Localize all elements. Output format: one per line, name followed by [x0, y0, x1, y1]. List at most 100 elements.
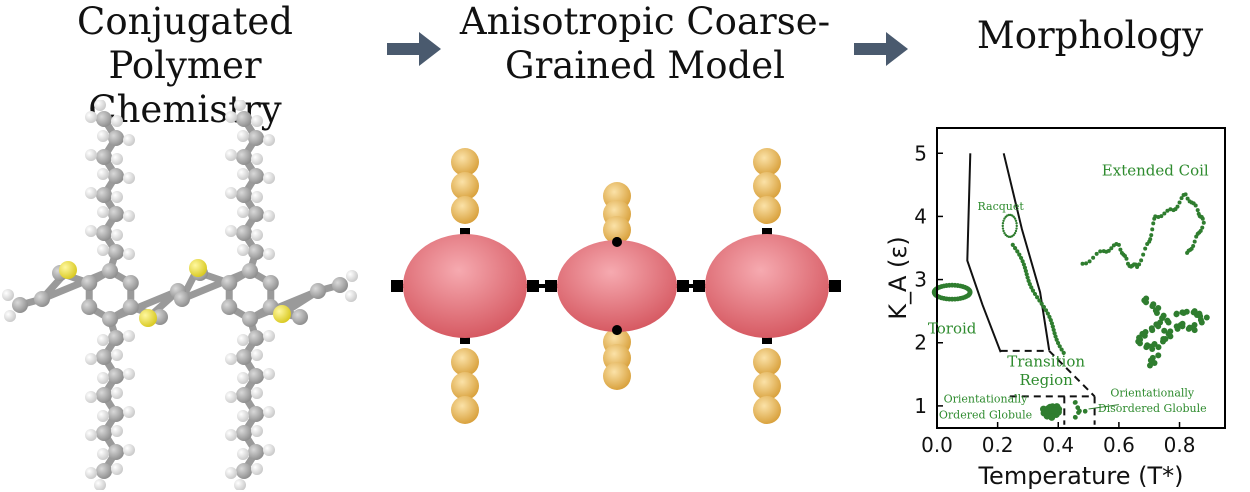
carbon-atom	[96, 463, 112, 479]
hydrogen-atom	[123, 330, 135, 342]
carbon-atom	[236, 187, 252, 203]
phase-boundary-dashed	[1048, 350, 1096, 398]
phase-annotation: Transition	[1007, 353, 1085, 371]
carbon-atom	[262, 275, 279, 291]
side-chain-bead	[603, 362, 631, 390]
monomer-dot	[1021, 262, 1026, 267]
y-tick-label: 4	[914, 204, 927, 228]
phase-annotation: Region	[1020, 371, 1074, 389]
side-chain-bead	[753, 148, 781, 176]
carbon-atom	[102, 311, 118, 327]
hydrogen-atom	[263, 330, 275, 342]
monomer-dot	[1196, 310, 1203, 317]
hydrogen-atom	[111, 153, 123, 165]
carbon-atom	[174, 291, 190, 307]
monomer-dot	[1183, 192, 1188, 197]
interaction-site	[460, 334, 470, 344]
monomer-dot	[1080, 261, 1085, 266]
x-tick-label: 0.0	[921, 433, 953, 457]
monomer-dot	[1156, 215, 1161, 220]
carbon-atom	[122, 275, 139, 291]
hydrogen-atom	[237, 206, 249, 218]
side-chain-bead	[753, 348, 781, 376]
monomer-dot	[1061, 350, 1066, 355]
monomer-dot	[1180, 310, 1187, 317]
interaction-site	[612, 237, 622, 247]
hydrogen-atom	[251, 191, 263, 203]
hydrogen-atom	[123, 134, 135, 146]
monomer-dot	[1200, 216, 1205, 221]
monomer-dot	[1162, 211, 1167, 216]
morphology-title-line-1: Morphology	[976, 14, 1204, 57]
monomer-dot	[1050, 324, 1055, 329]
carbon-atom	[81, 299, 98, 315]
hydrogen-atom	[251, 425, 263, 437]
carbon-atom	[248, 206, 264, 222]
monomer-dot	[1175, 204, 1180, 209]
hydrogen-atom	[237, 372, 249, 384]
monomer-dot	[1098, 249, 1103, 254]
sulfur-atom	[273, 305, 291, 323]
monomer-dot	[1203, 314, 1210, 321]
morphology-panel-title: Morphology	[940, 14, 1240, 58]
hydrogen-atom	[263, 406, 275, 418]
monomer-dot	[1149, 233, 1154, 238]
monomer-dot	[1043, 308, 1049, 313]
sulfur-atom	[59, 261, 77, 279]
carbon-atom	[248, 244, 264, 260]
model-title-line-2: Grained Model	[505, 44, 785, 87]
monomer-dot	[1151, 359, 1158, 366]
side-chain-bead	[451, 148, 479, 176]
hydrogen-atom	[97, 448, 109, 460]
hydrogen-atom	[97, 244, 109, 256]
monomer-dot	[1018, 255, 1024, 261]
monomer-dot	[1072, 414, 1078, 420]
interaction-site	[677, 280, 689, 292]
interaction-site	[829, 280, 841, 292]
monomer-dot	[1179, 323, 1186, 330]
monomer-dot	[1192, 239, 1197, 244]
monomer-dot	[1194, 234, 1199, 239]
monomer-dot	[1155, 323, 1162, 330]
side-chain-bead	[753, 396, 781, 424]
monomer-dot	[1001, 222, 1005, 225]
carbon-atom	[96, 149, 112, 165]
monomer-dot	[1155, 352, 1162, 359]
monomer-dot	[1136, 340, 1143, 347]
plot-frame	[936, 127, 1226, 429]
monomer-dot	[1037, 298, 1042, 303]
hydrogen-atom	[237, 244, 249, 256]
monomer-dot	[1118, 247, 1123, 252]
monomer-dot	[1106, 248, 1111, 253]
carbon-atom	[108, 330, 124, 346]
monomer-dot	[1015, 224, 1018, 228]
monomer-dot	[1014, 229, 1018, 233]
hydrogen-atom	[85, 149, 97, 161]
monomer-dot	[1143, 299, 1150, 306]
monomer-dot	[1003, 217, 1006, 220]
side-chain-bead	[451, 372, 479, 400]
hydrogen-atom	[345, 290, 357, 302]
monomer-dot	[1124, 256, 1129, 261]
carbon-atom	[96, 387, 112, 403]
hydrogen-atom	[237, 448, 249, 460]
monomer-dot	[1027, 282, 1032, 287]
x-tick-label: 0.2	[982, 433, 1014, 457]
monomer-dot	[1022, 265, 1028, 270]
monomer-dot	[1150, 227, 1155, 232]
phase-annotation: Orientationally	[944, 393, 1029, 406]
interaction-site	[612, 325, 622, 335]
carbon-atom	[96, 225, 112, 241]
hydrogen-atom	[85, 353, 97, 365]
monomer-dot	[1146, 362, 1153, 369]
hydrogen-atom	[4, 310, 16, 322]
hydrogen-atom	[111, 115, 123, 127]
arrow-right-icon	[387, 32, 441, 66]
monomer-dot	[1039, 301, 1044, 306]
monomer-dot	[1191, 322, 1198, 329]
carbon-atom	[108, 368, 124, 384]
hydrogen-atom	[123, 406, 135, 418]
hydrogen-atom	[251, 463, 263, 475]
morphology-sketches	[931, 192, 1210, 421]
